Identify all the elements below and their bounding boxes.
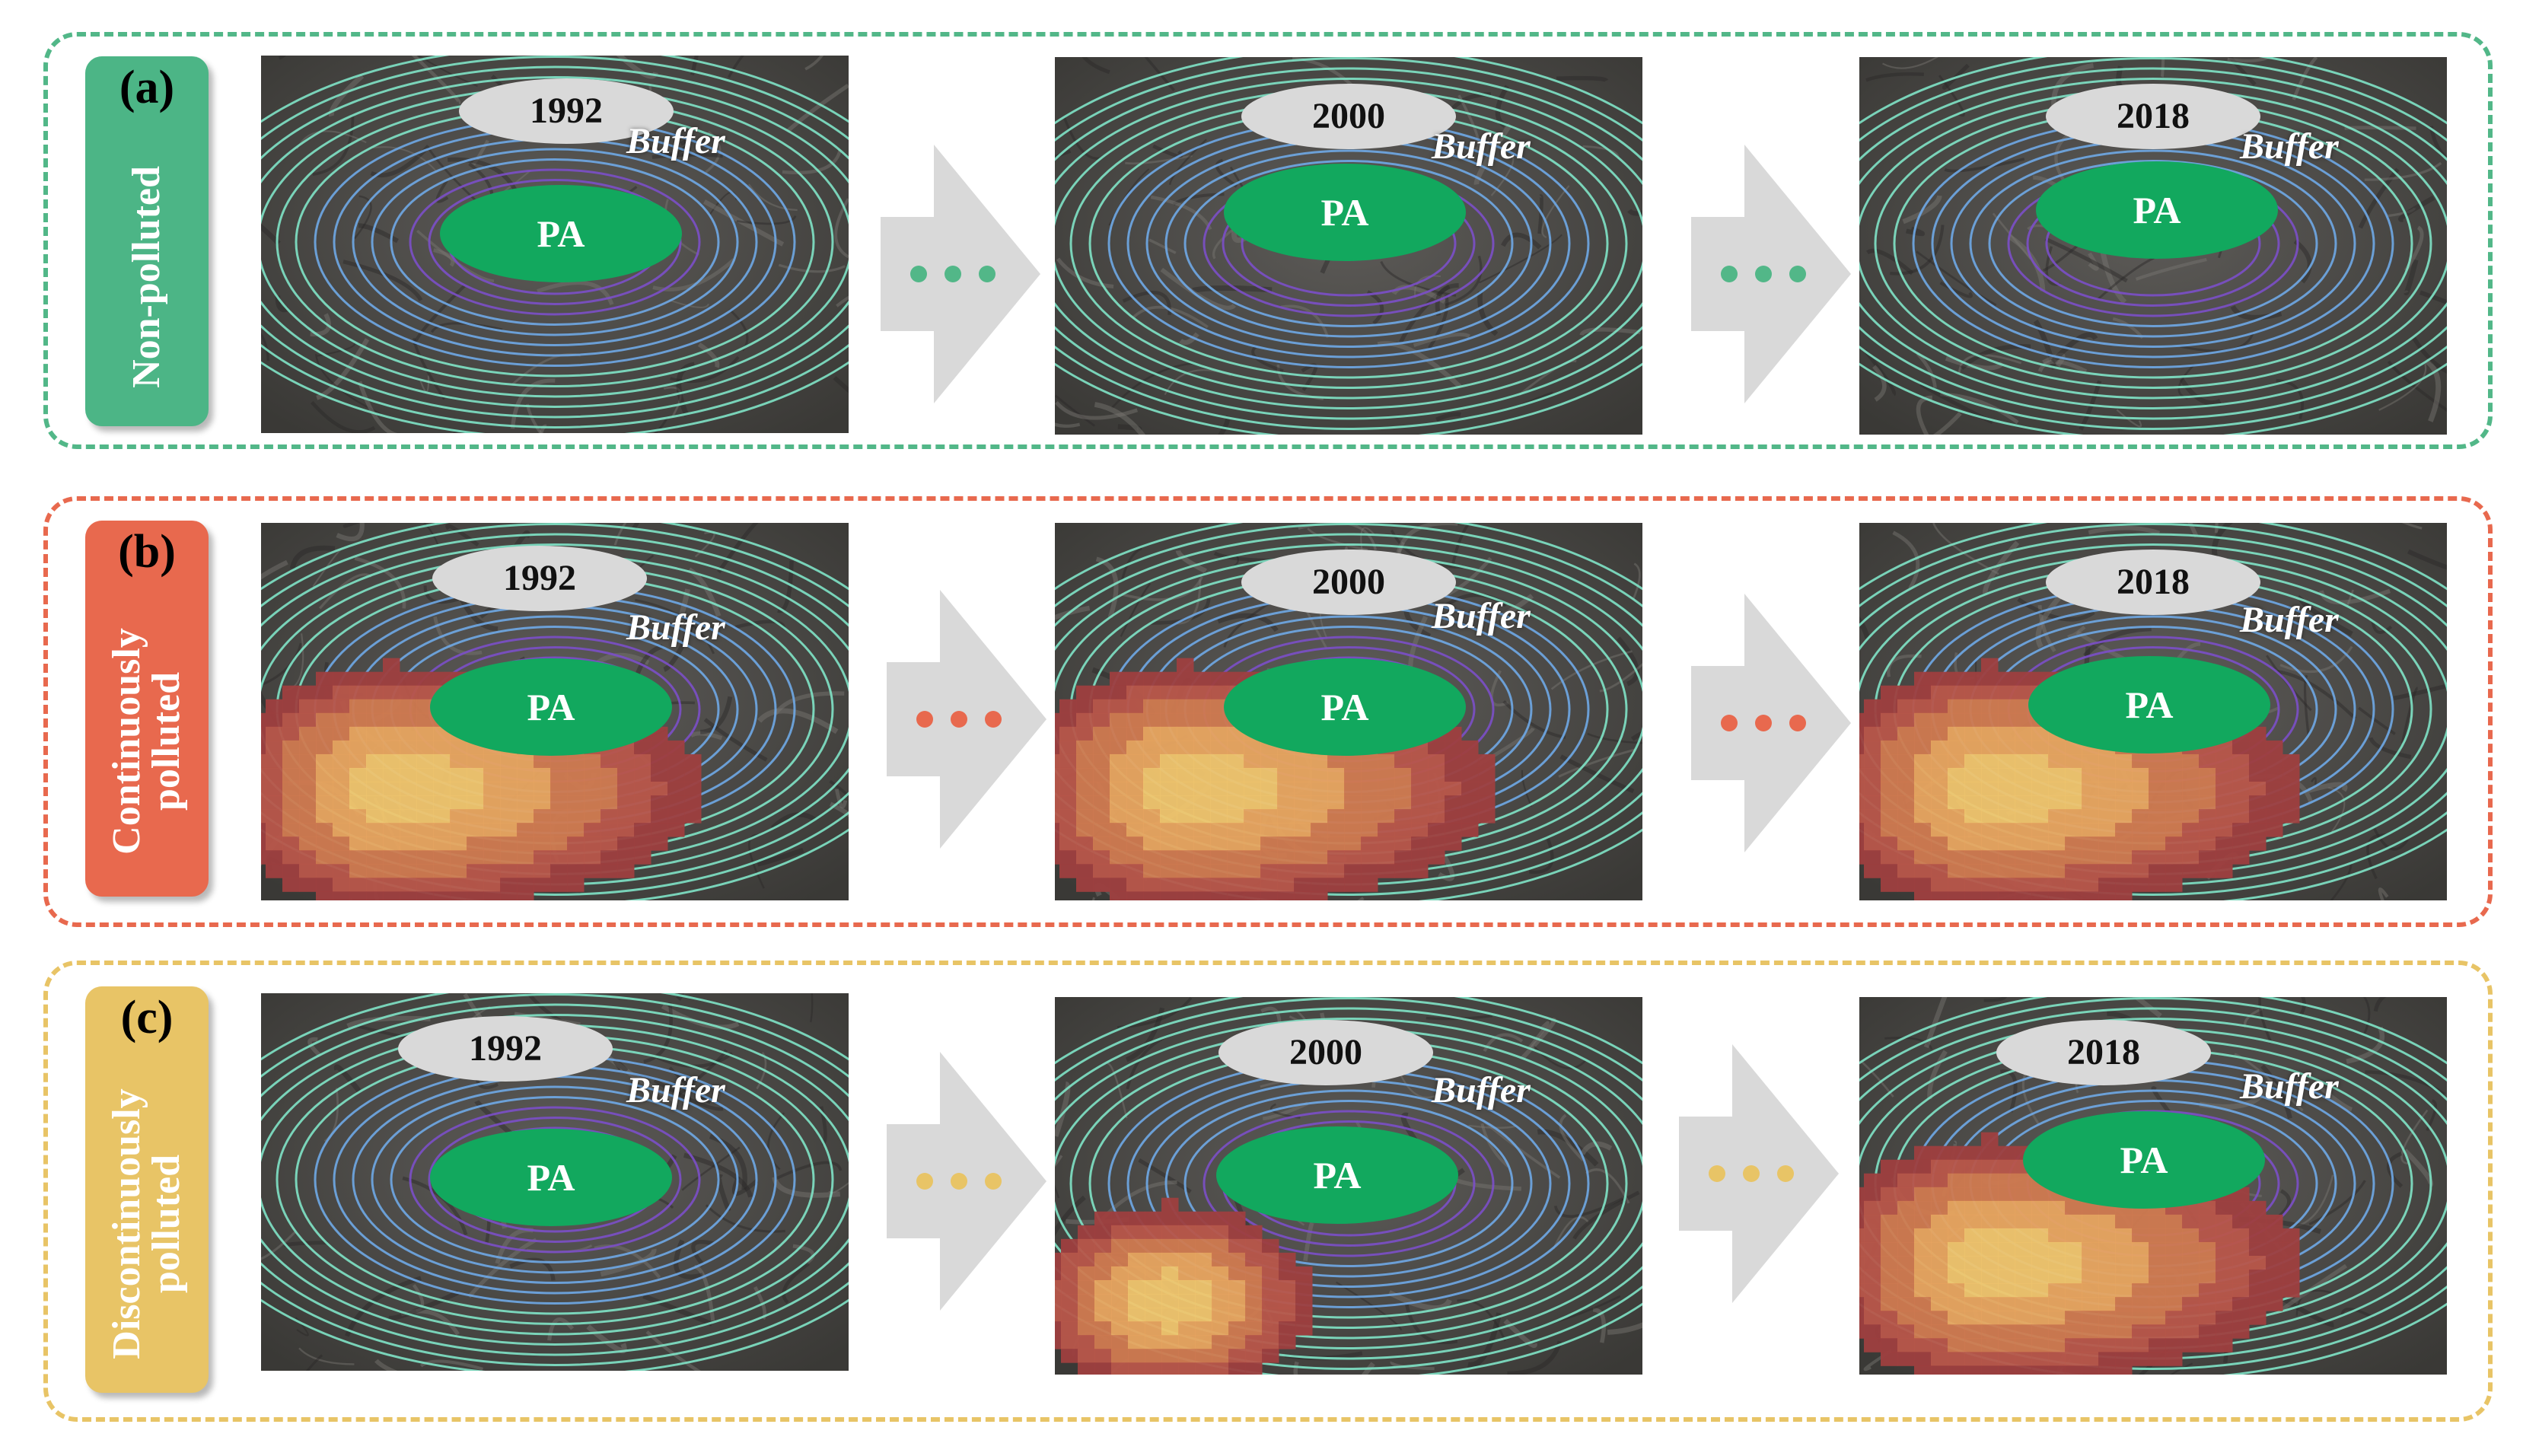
progress-dot	[910, 266, 927, 282]
progress-dot	[1789, 266, 1806, 282]
protected-area: PA	[440, 185, 682, 282]
progress-dot	[945, 266, 961, 282]
row-c-tag: (c) Discontinuously polluted	[85, 986, 209, 1393]
buffer-label: Buffer	[2240, 600, 2339, 640]
protected-area: PA	[1224, 658, 1466, 756]
row-b-tag: (b) Continuously polluted	[85, 521, 209, 897]
row-c-arrow-2	[1679, 1044, 1839, 1303]
progress-dot	[1721, 266, 1738, 282]
row-c-arrow-1	[887, 1052, 1046, 1311]
protected-area: PA	[2028, 656, 2270, 753]
year-label: 2000	[1218, 1020, 1433, 1085]
protected-area: PA	[2023, 1111, 2265, 1209]
row-b-letter: (b)	[118, 526, 176, 578]
protected-area: PA	[2036, 161, 2278, 259]
year-label: 2018	[2046, 550, 2260, 615]
pollution-plume	[1055, 1197, 1313, 1375]
protected-area: PA	[430, 1129, 672, 1226]
progress-dot	[985, 1173, 1002, 1190]
progress-dot	[985, 711, 1002, 728]
year-label: 1992	[432, 546, 647, 611]
row-b-frame	[43, 496, 2493, 927]
row-c-status: Discontinuously polluted	[105, 1088, 188, 1359]
row-b-arrow-1	[887, 590, 1046, 849]
progress-dot	[1789, 715, 1806, 731]
row-a-frame	[43, 32, 2493, 449]
row-b-status-line1: Continuously	[105, 628, 148, 855]
year-label: 1992	[459, 78, 674, 144]
buffer-label: Buffer	[2240, 1066, 2339, 1107]
row-c-frame	[43, 961, 2493, 1422]
progress-dot	[1777, 1165, 1794, 1182]
progress-dot	[1743, 1165, 1760, 1182]
year-label: 2000	[1241, 84, 1456, 149]
buffer-label: Buffer	[626, 1070, 725, 1110]
row-c-status-line2: polluted	[145, 1154, 188, 1294]
progress-dot	[1709, 1165, 1725, 1182]
progress-dot	[1721, 715, 1738, 731]
row-a-arrow-2	[1691, 145, 1851, 403]
row-b-arrow-2	[1691, 594, 1851, 852]
progress-dot	[916, 711, 933, 728]
buffer-label: Buffer	[1432, 1070, 1531, 1110]
progress-dot	[1755, 715, 1772, 731]
satellite-map	[1859, 997, 2447, 1375]
buffer-label: Buffer	[2240, 126, 2339, 167]
year-label: 2018	[1996, 1020, 2211, 1085]
row-a-status: Non-polluted	[125, 166, 168, 388]
protected-area: PA	[430, 658, 672, 756]
protected-area: PA	[1224, 164, 1466, 261]
buffer-label: Buffer	[1432, 596, 1531, 636]
row-c-letter: (c)	[120, 992, 174, 1043]
progress-dot	[979, 266, 996, 282]
row-b-status-line2: polluted	[145, 671, 188, 811]
row-a-arrow-1	[881, 145, 1040, 403]
row-a-letter: (a)	[119, 62, 175, 113]
buffer-label: Buffer	[626, 607, 725, 648]
pollution-plume	[1859, 1132, 2300, 1375]
progress-dot	[951, 711, 967, 728]
progress-dot	[951, 1173, 967, 1190]
year-label: 1992	[398, 1016, 613, 1082]
year-label: 2000	[1241, 550, 1456, 615]
row-b-status: Continuously polluted	[105, 628, 188, 855]
year-label: 2018	[2046, 84, 2260, 149]
row-a-tag: (a) Non-polluted	[85, 56, 209, 426]
progress-dot	[1755, 266, 1772, 282]
row-c-status-line1: Discontinuously	[105, 1088, 148, 1359]
buffer-label: Buffer	[1432, 126, 1531, 167]
progress-dot	[916, 1173, 933, 1190]
buffer-label: Buffer	[626, 121, 725, 161]
protected-area: PA	[1216, 1126, 1458, 1224]
